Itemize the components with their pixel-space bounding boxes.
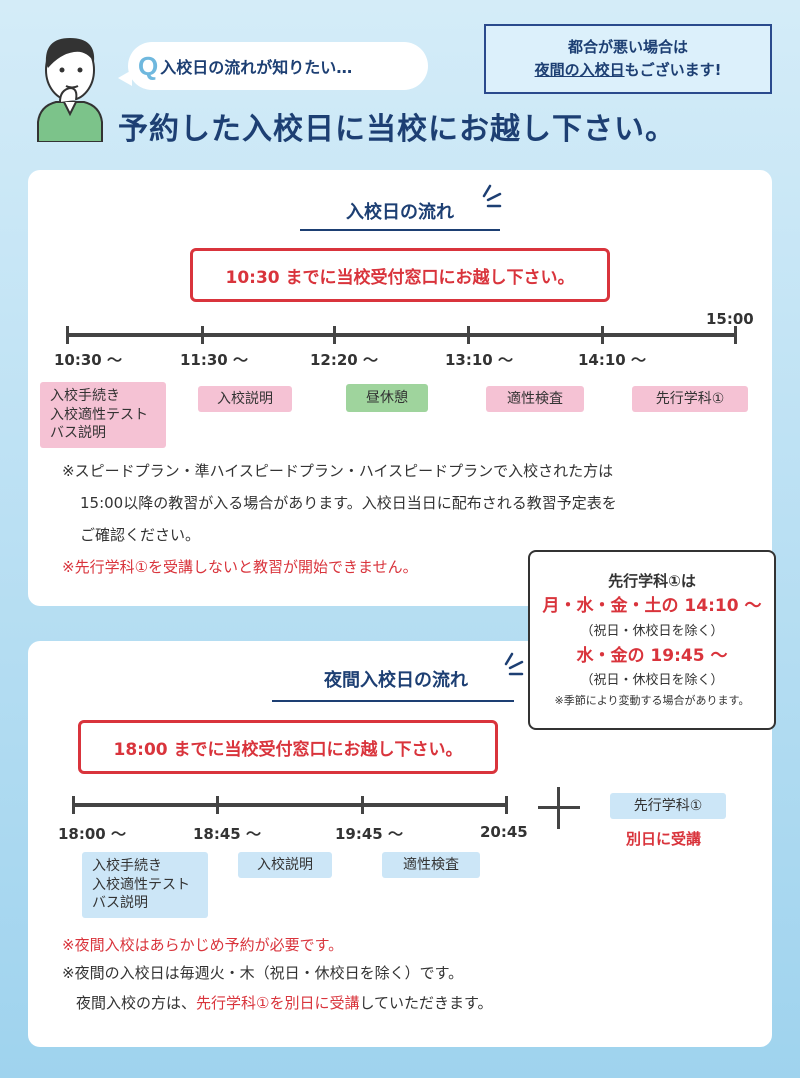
day-step-tag: 昼休憩 [346, 384, 428, 412]
callout-footnote: ※季節により変動する場合があります。 [554, 693, 750, 707]
question-text: 入校日の流れが知りたい… [160, 58, 353, 77]
day-step-tag: 先行学科① [632, 386, 748, 412]
night-tick [216, 796, 219, 814]
night-reservation-note: ※夜間入校はあらかじめ予約が必要です。 [62, 936, 344, 954]
day-title-underline [300, 229, 500, 231]
notice-line1: 都合が悪い場合は [567, 37, 688, 56]
page-title: 予約した入校日に当校にお越し下さい。 [118, 112, 676, 147]
night-entry-notice: 都合が悪い場合は 夜間の入校日もございます! [484, 24, 772, 94]
day-tick [601, 326, 604, 344]
day-tick [333, 326, 336, 344]
day-time-label: 13:10 ～ [445, 351, 513, 369]
callout-exclusion-2: （祝日・休校日を除く） [580, 672, 724, 688]
night-time-label: 19:45 ～ [335, 825, 403, 843]
day-note-line3: ご確認ください。 [80, 526, 201, 544]
day-section-title: 入校日の流れ [346, 202, 454, 223]
day-end-time: 15:00 [706, 310, 754, 328]
day-tick [201, 326, 204, 344]
day-note-line1: ※スピードプラン・準ハイスピードプラン・ハイスピードプランで入校された方は [62, 462, 614, 480]
night-schedule-note: ※夜間の入校日は毎週火・木（祝日・休校日を除く）です。 [62, 964, 464, 982]
night-time-label: 20:45 [480, 823, 528, 841]
night-step-tag: 入校手続き 入校適性テスト バス説明 [82, 852, 208, 918]
plus-icon-vertical [557, 787, 560, 829]
day-note-line2: 15:00以降の教習が入る場合があります。入校日当日に配布される教習予定表を [80, 494, 617, 512]
night-extra-tag: 先行学科① [610, 793, 726, 819]
lecture-schedule-callout: 先行学科①は 月・水・金・土の 14:10 ～ （祝日・休校日を除く） 水・金の… [528, 550, 776, 730]
callout-exclusion-1: （祝日・休校日を除く） [580, 623, 724, 639]
sparkle-icon [482, 184, 502, 208]
night-tick [361, 796, 364, 814]
q-mark: Q [138, 50, 159, 81]
day-warning-note: ※先行学科①を受講しないと教習が開始できません。 [62, 558, 418, 576]
night-time-label: 18:00 ～ [58, 825, 126, 843]
day-step-tag: 適性検査 [486, 386, 584, 412]
night-extra-note: 別日に受講 [626, 830, 702, 848]
thinking-person-illustration [37, 38, 103, 142]
night-lecture-note: 夜間入校の方は、先行学科①を別日に受講していただきます。 [76, 990, 676, 1016]
day-timeline [66, 333, 737, 337]
callout-title: 先行学科①は [608, 572, 696, 591]
day-time-label: 12:20 ～ [310, 351, 378, 369]
notice-line2: 夜間の入校日もございます! [535, 59, 722, 82]
day-tick [734, 326, 737, 344]
night-arrival-box: 18:00 までに当校受付窓口にお越し下さい。 [78, 720, 498, 774]
day-step-tag: 入校手続き 入校適性テスト バス説明 [40, 382, 166, 448]
callout-schedule-2: 水・金の 19:45 ～ [576, 645, 728, 666]
day-time-label: 10:30 ～ [54, 351, 122, 369]
sparkle-icon [504, 652, 524, 676]
notice-rest-text: もございます! [624, 61, 722, 79]
night-lecture-red: 先行学科①を別日に受講 [196, 994, 360, 1012]
night-timeline [72, 803, 508, 807]
night-tick [505, 796, 508, 814]
night-section-title: 夜間入校日の流れ [324, 670, 468, 691]
day-tick [467, 326, 470, 344]
night-time-label: 18:45 ～ [193, 825, 261, 843]
day-time-label: 11:30 ～ [180, 351, 248, 369]
question-bubble: Q 入校日の流れが知りたい… [128, 42, 428, 90]
day-step-tag: 入校説明 [198, 386, 292, 412]
day-time-label: 14:10 ～ [578, 351, 646, 369]
night-step-tag: 適性検査 [382, 852, 480, 878]
night-lecture-prefix: 夜間入校の方は、 [76, 994, 197, 1012]
callout-schedule-1: 月・水・金・土の 14:10 ～ [542, 596, 762, 617]
night-lecture-suffix: していただきます。 [359, 994, 493, 1012]
night-tick [72, 796, 75, 814]
day-arrival-box: 10:30 までに当校受付窓口にお越し下さい。 [190, 248, 610, 302]
night-title-underline [272, 700, 514, 702]
day-tick [66, 326, 69, 344]
notice-underlined-text: 夜間の入校日 [534, 61, 625, 79]
night-step-tag: 入校説明 [238, 852, 332, 878]
